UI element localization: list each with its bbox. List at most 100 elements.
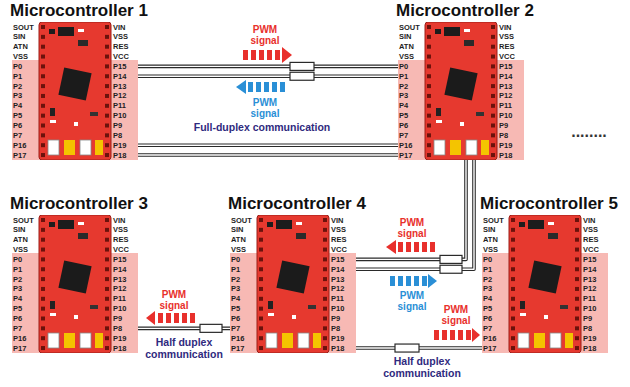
- pin-name: P1: [231, 265, 240, 274]
- pin-name: P7: [399, 131, 408, 140]
- pin-name: P15: [583, 255, 596, 264]
- pin-name: P0: [231, 255, 240, 264]
- pwm-arrow: [390, 274, 437, 288]
- pin-name: P13: [113, 275, 126, 284]
- board-title: Microcontroller 4: [228, 194, 366, 213]
- microcontroller-board: Microcontroller 5SOUTSINATNVSSP0P1P2P3P4…: [482, 215, 608, 353]
- signal-label: PWM signal: [390, 217, 434, 239]
- pin-name: ATN: [231, 235, 246, 244]
- pin-name: P5: [399, 111, 408, 120]
- pin-name: P2: [13, 82, 22, 91]
- microcontroller-board: Microcontroller 3SOUTSINATNVSSP0P1P2P3P4…: [12, 215, 138, 353]
- pin-name: VSS: [483, 245, 498, 254]
- pin-name: SOUT: [13, 216, 34, 225]
- pin-name: P18: [583, 344, 596, 353]
- pin-name: P6: [13, 121, 22, 130]
- wire: [138, 66, 398, 67]
- pin-name: P2: [483, 275, 492, 284]
- pin-name: P2: [399, 82, 408, 91]
- pin-name: P15: [113, 255, 126, 264]
- pin-name: RES: [583, 235, 598, 244]
- pin-name: P17: [13, 344, 26, 353]
- pin-name: P3: [231, 284, 240, 293]
- pin-name: SIN: [399, 32, 412, 41]
- pin-name: VCC: [583, 245, 599, 254]
- pin-name: P17: [399, 151, 412, 160]
- pin-name: P10: [331, 304, 344, 313]
- board-title: Microcontroller 1: [10, 1, 148, 20]
- pin-name: P7: [231, 324, 240, 333]
- pwm-arrow: [243, 47, 292, 63]
- pin-name: P13: [331, 275, 344, 284]
- pin-name: P7: [483, 324, 492, 333]
- pin-name: P10: [499, 111, 512, 120]
- pin-name: VCC: [113, 52, 129, 61]
- pin-name: SIN: [13, 225, 26, 234]
- pin-name: P0: [13, 255, 22, 264]
- pin-name: VSS: [13, 245, 28, 254]
- pin-name: P3: [399, 91, 408, 100]
- pin-name: VIN: [113, 216, 126, 225]
- signal-label: PWM signal: [243, 97, 287, 119]
- mode-label: Half duplex communication: [376, 355, 468, 379]
- resistor-symbol: [395, 344, 419, 352]
- pin-name: P2: [13, 275, 22, 284]
- pin-name: P3: [483, 284, 492, 293]
- pin-name: ATN: [399, 42, 414, 51]
- pin-name: P5: [483, 304, 492, 313]
- pin-name: P11: [499, 101, 512, 110]
- resistor-symbol: [440, 255, 462, 263]
- pin-name: P7: [13, 324, 22, 333]
- pin-name: P16: [13, 334, 26, 343]
- pin-name: P14: [113, 72, 126, 81]
- continuation-dots: ........: [556, 124, 622, 140]
- pin-name: P8: [331, 324, 340, 333]
- microcontroller-board: Microcontroller 1SOUTSINATNVSSP0P1P2P3P4…: [12, 22, 138, 160]
- pin-name: P13: [113, 82, 126, 91]
- pin-name: P12: [583, 284, 596, 293]
- resistor-symbol: [440, 265, 462, 273]
- pin-name: P1: [13, 265, 22, 274]
- pin-name: P17: [483, 344, 496, 353]
- pin-name: VCC: [499, 52, 515, 61]
- pin-name: P12: [113, 284, 126, 293]
- pin-name: SOUT: [13, 23, 34, 32]
- pin-name: P9: [331, 314, 340, 323]
- pin-name: P11: [113, 294, 126, 303]
- pin-name: VIN: [499, 23, 512, 32]
- pin-name: ATN: [13, 42, 28, 51]
- pin-name: P0: [483, 255, 492, 264]
- pin-name: VSS: [231, 245, 246, 254]
- pin-name: P2: [231, 275, 240, 284]
- signal-label: PWM signal: [152, 289, 196, 311]
- resistor-symbol: [290, 62, 314, 70]
- pin-name: ATN: [13, 235, 28, 244]
- pin-name: P1: [483, 265, 492, 274]
- pin-name: P18: [499, 151, 512, 160]
- pin-name: P11: [113, 101, 126, 110]
- pin-name: P9: [113, 314, 122, 323]
- pin-name: P1: [13, 72, 22, 81]
- pin-name: SIN: [13, 32, 26, 41]
- pin-name: P3: [13, 91, 22, 100]
- pin-name: P4: [13, 101, 22, 110]
- pin-name: P5: [13, 304, 22, 313]
- pin-name: P6: [231, 314, 240, 323]
- pin-name: P5: [13, 111, 22, 120]
- pin-name: P18: [113, 151, 126, 160]
- pin-name: P10: [113, 304, 126, 313]
- pin-name: VSS: [113, 32, 128, 41]
- pin-name: RES: [499, 42, 514, 51]
- pin-name: P4: [13, 294, 22, 303]
- microcontroller-board: Microcontroller 2SOUTSINATNVSSP0P1P2P3P4…: [398, 22, 524, 160]
- pin-name: P0: [399, 62, 408, 71]
- pin-name: P12: [499, 91, 512, 100]
- pin-name: P14: [113, 265, 126, 274]
- pin-name: P14: [499, 72, 512, 81]
- pin-name: P16: [231, 334, 244, 343]
- pin-name: RES: [113, 42, 128, 51]
- pin-name: P6: [483, 314, 492, 323]
- pin-name: P16: [399, 141, 412, 150]
- pin-name: P19: [113, 141, 126, 150]
- pin-name: VSS: [331, 225, 346, 234]
